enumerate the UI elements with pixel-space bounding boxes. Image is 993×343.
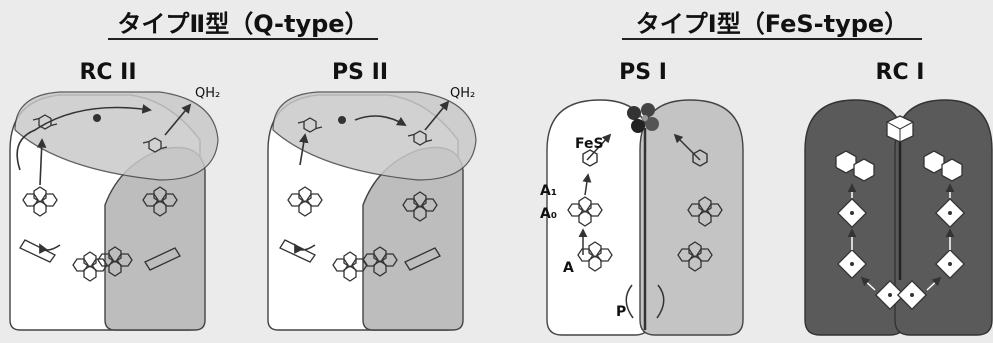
ps1-p-label: P <box>616 304 626 320</box>
ps1-fes-label: FeS <box>575 136 604 152</box>
ps2-diagram: QH₂ <box>268 86 476 330</box>
ps1-diagram: FeS A₁ A₀ A P <box>540 100 743 335</box>
rc1-diagram <box>805 100 992 335</box>
ps1-a0-label: A₀ <box>540 206 557 222</box>
ps1-right-subunit <box>640 100 743 335</box>
ps1-fes-cluster-icon <box>627 103 659 133</box>
ps2-electron-icon <box>338 116 346 124</box>
rc2-diagram: QH₂ <box>10 86 220 330</box>
rc2-electron-icon <box>93 114 101 122</box>
rc2-qh2-label: QH₂ <box>195 86 220 101</box>
ps2-qh2-label: QH₂ <box>450 86 475 101</box>
rc1-fes-cube-icon <box>887 116 913 142</box>
ps1-a-label: A <box>563 260 574 276</box>
ps1-a1-label: A₁ <box>540 183 557 199</box>
